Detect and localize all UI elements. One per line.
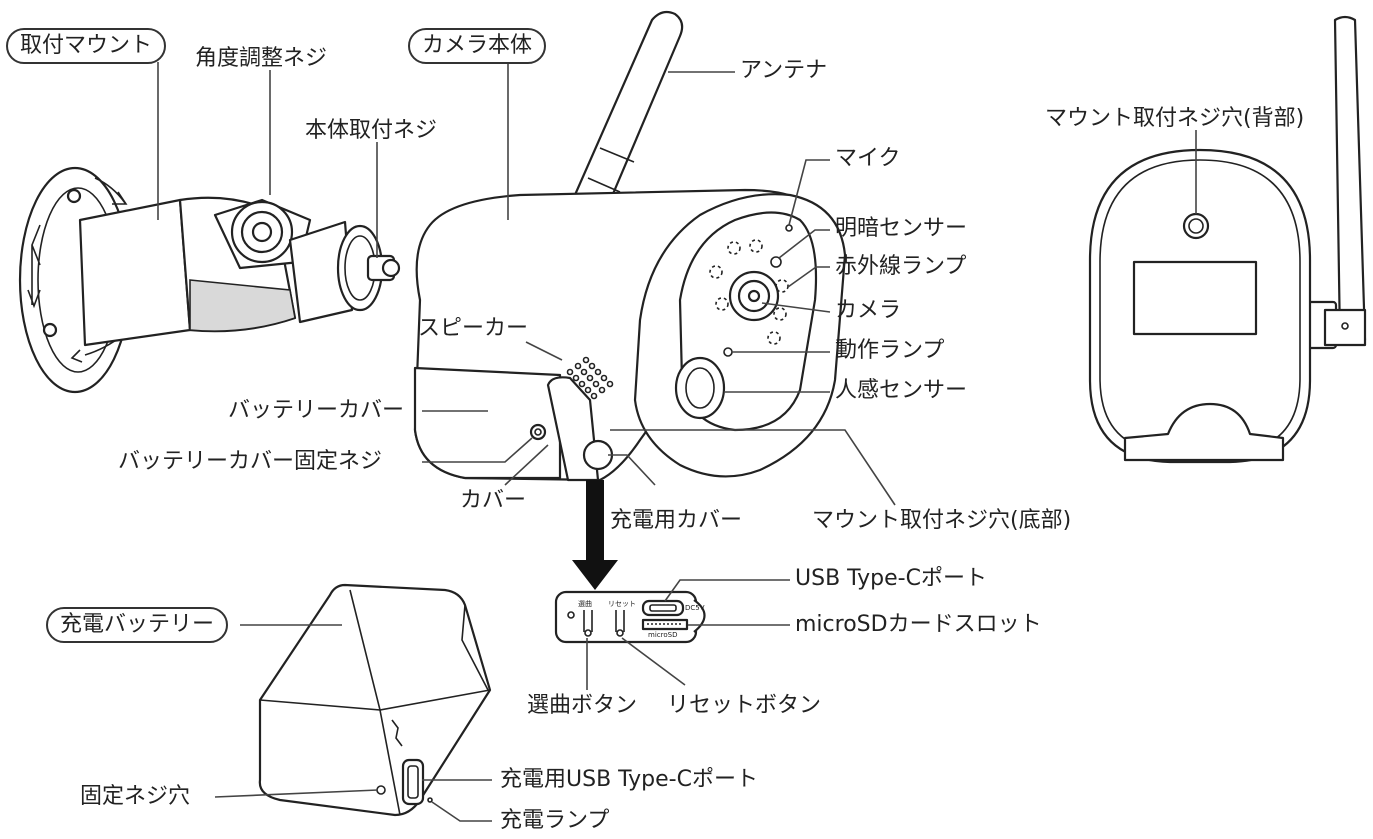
body-screw-label: 本体取付ネジ	[305, 118, 438, 143]
fix-screw-hole-label: 固定ネジ穴	[80, 784, 191, 809]
leader-lines	[157, 62, 1197, 822]
antenna-label: アンテナ	[740, 58, 828, 83]
battery-cover-label: バッテリーカバー	[228, 398, 405, 423]
usb-port-label: USB Type-Cポート	[795, 566, 987, 591]
panel-dc5v-text: DC5V	[685, 604, 705, 612]
mount-group-label: 取付マウント	[6, 28, 167, 64]
camera-body-drawing	[413, 10, 847, 482]
status-lamp-label: 動作ランプ	[835, 338, 945, 363]
microsd-slot-label: microSDカードスロット	[795, 612, 1042, 637]
camera-group-label: カメラ本体	[408, 28, 547, 64]
panel-microsd-text: microSD	[648, 631, 678, 639]
charge-lamp-label: 充電ランプ	[500, 808, 610, 833]
cover-label: カバー	[460, 488, 527, 513]
angle-screw-label: 角度調整ネジ	[195, 46, 328, 71]
battery-cover-screw-label: バッテリーカバー固定ネジ	[118, 449, 383, 474]
camera-lens-label: カメラ	[835, 298, 902, 323]
battery-drawing	[258, 583, 492, 817]
battery-group-label: 充電バッテリー	[46, 607, 229, 643]
speaker-label: スピーカー	[418, 316, 529, 341]
back-view-drawing	[1088, 15, 1367, 464]
port-panel-drawing	[554, 590, 706, 644]
reset-button-label: リセットボタン	[667, 693, 822, 718]
song-button-label: 選曲ボタン	[527, 693, 638, 718]
mount-hole-back-label: マウント取付ネジ穴(背部)	[1045, 106, 1305, 131]
mount-hole-bottom-label: マウント取付ネジ穴(底部)	[812, 508, 1072, 533]
ir-lamp-label: 赤外線ランプ	[835, 254, 967, 279]
charge-usb-port-label: 充電用USB Type-Cポート	[500, 767, 758, 792]
panel-song-text: 選曲	[578, 600, 592, 608]
mount-drawing	[18, 166, 401, 394]
motion-sensor-label: 人感センサー	[835, 378, 968, 403]
charge-cover-label: 充電用カバー	[610, 508, 743, 533]
panel-reset-text: リセット	[608, 600, 636, 608]
mic-label: マイク	[835, 146, 901, 171]
light-sensor-label: 明暗センサー	[835, 216, 968, 241]
